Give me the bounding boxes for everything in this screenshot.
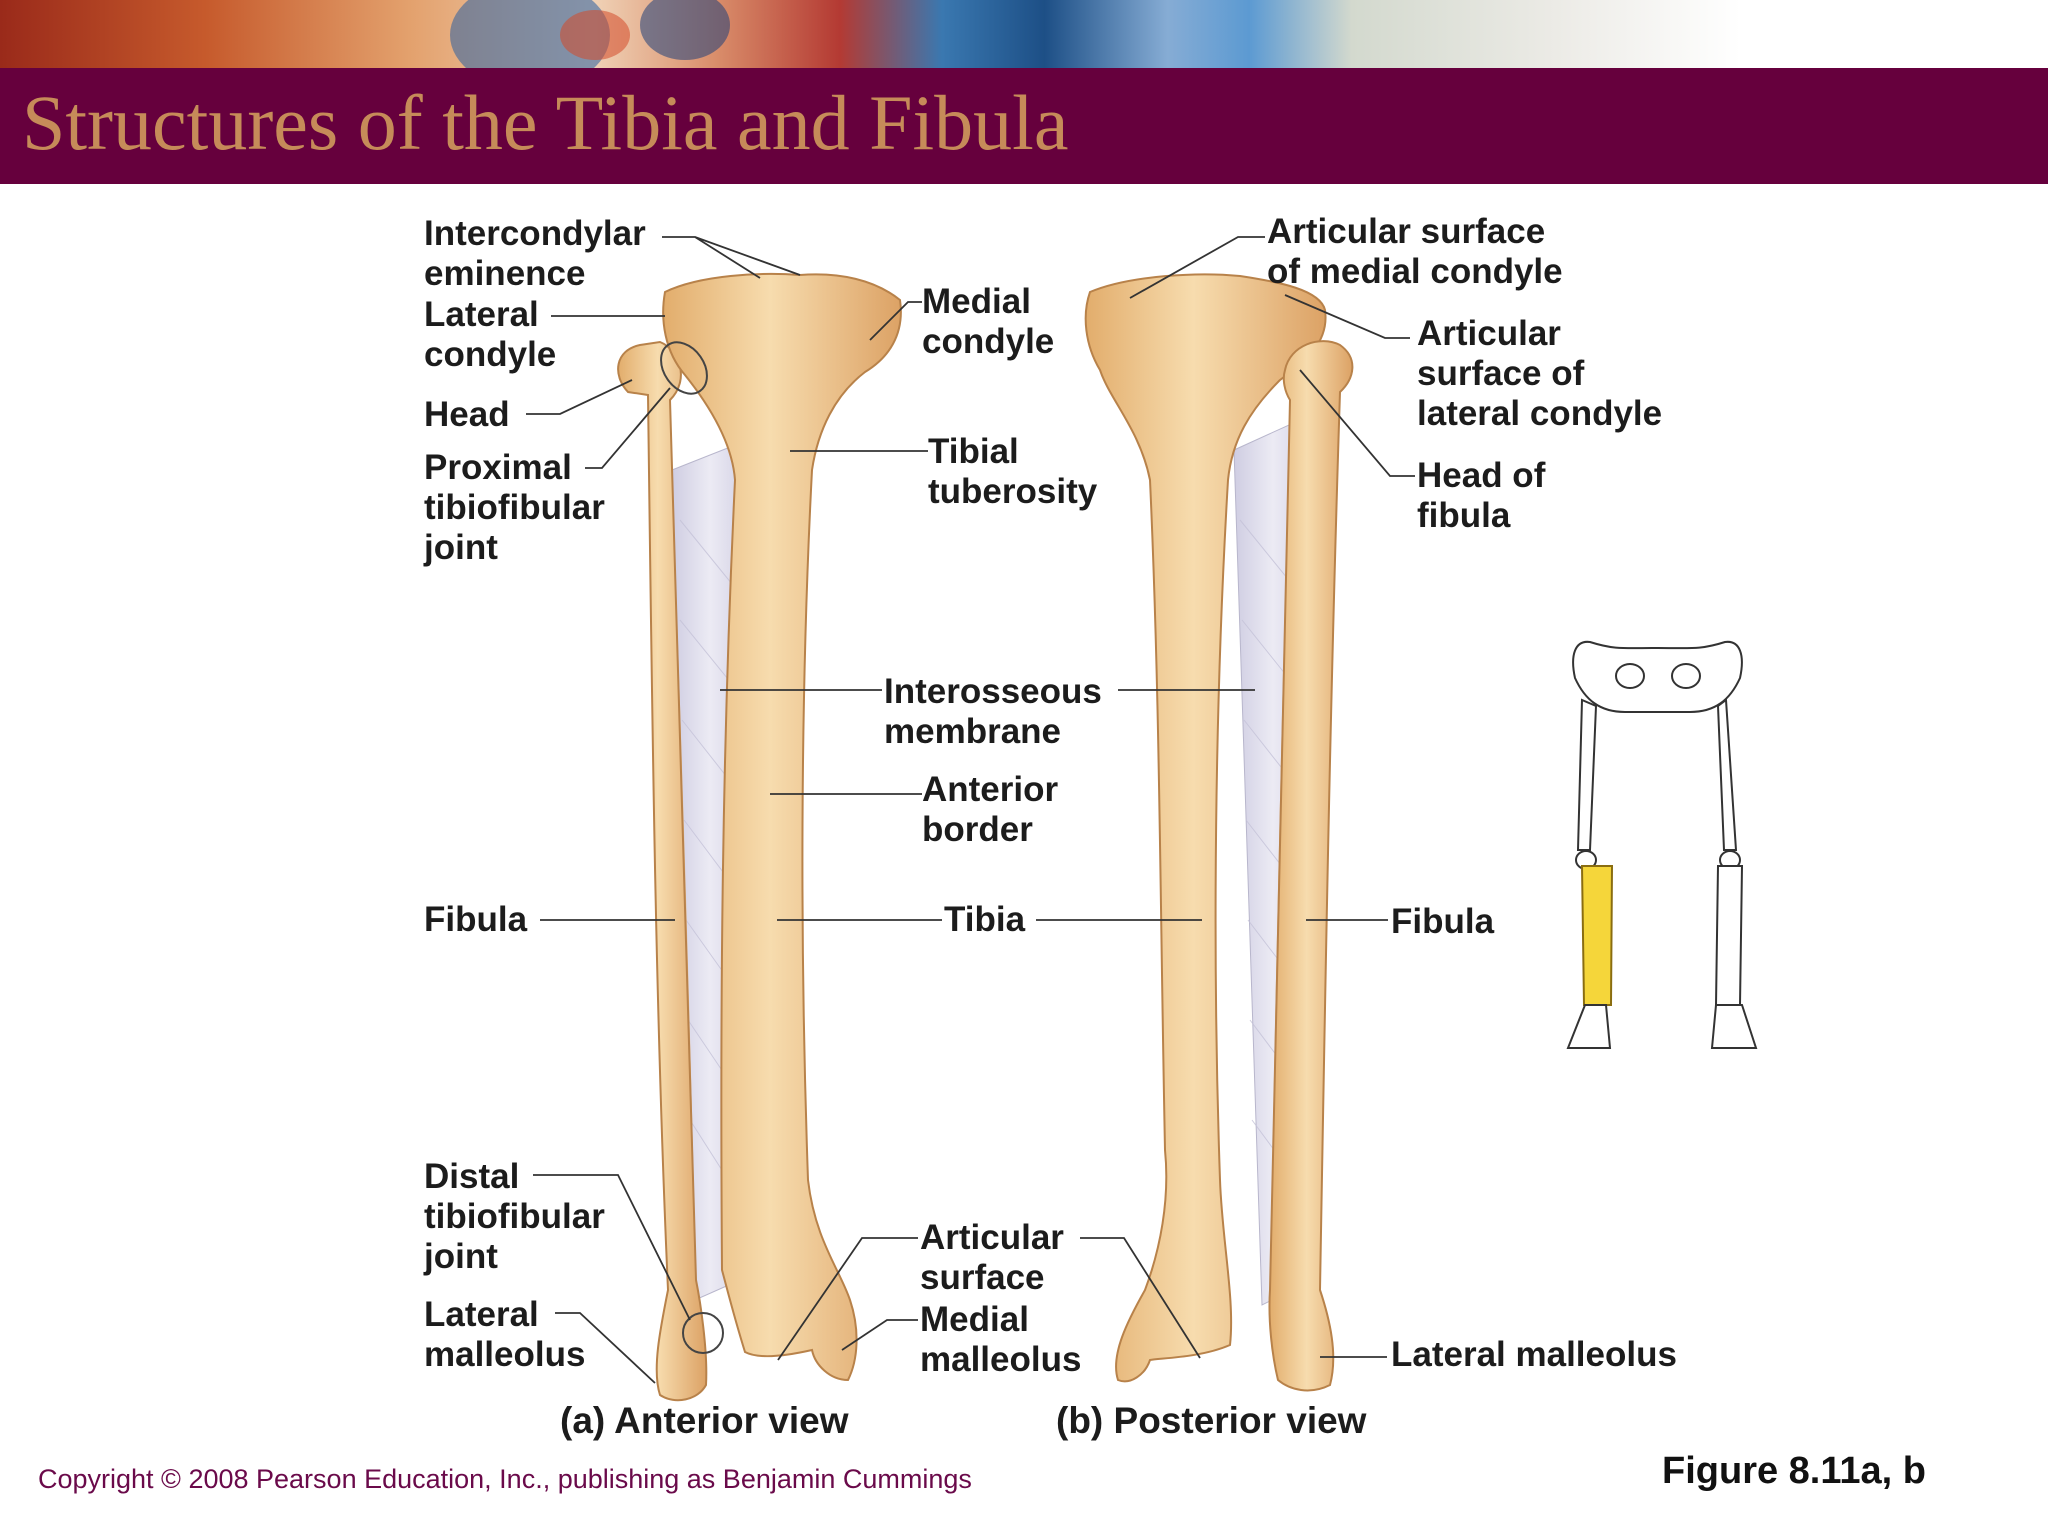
- banner-swirl: [640, 0, 730, 60]
- leader-head: [526, 379, 633, 415]
- anterior-view-illustration: [617, 273, 902, 1402]
- label-interosseous-membrane: Interosseous membrane: [884, 672, 1102, 751]
- leader-lateral-malleolus-left: [555, 1312, 656, 1384]
- leader-articular-surface: [777, 1237, 918, 1361]
- caption-posterior-view: (b) Posterior view: [1056, 1400, 1367, 1441]
- label-articular-surface-medial-condyle: Articular surface of medial condyle: [1267, 212, 1563, 291]
- leader-articular-lateral-condyle: [1284, 294, 1410, 339]
- label-lateral-malleolus-right: Lateral malleolus: [1391, 1335, 1677, 1374]
- decorative-banner: [0, 0, 2048, 68]
- label-medial-condyle: Medial condyle: [922, 282, 1055, 361]
- left-foot-thumbnail: [1566, 1004, 1612, 1049]
- label-head: Head: [424, 395, 510, 434]
- leader-intercondylar-eminence: [662, 236, 801, 279]
- leader-medial-condyle: [869, 301, 922, 341]
- right-foot-thumbnail: [1710, 1004, 1758, 1049]
- label-tibia: Tibia: [944, 900, 1026, 939]
- label-anterior-border: Anterior border: [922, 770, 1059, 849]
- skeleton-thumbnail: [1566, 640, 1758, 1049]
- label-articular-surface-lateral-condyle: Articular surface of lateral condyle: [1417, 314, 1663, 433]
- pelvis-thumbnail: [1572, 640, 1743, 713]
- right-leg-thumbnail: [1714, 865, 1744, 1006]
- title-bar: [0, 68, 2048, 184]
- label-fibula-left: Fibula: [424, 900, 528, 939]
- distal-joint-circle: [682, 1312, 724, 1354]
- fibula-anterior: [617, 340, 708, 1402]
- caption-anterior-view: (a) Anterior view: [560, 1400, 849, 1441]
- label-lateral-malleolus-left: Lateral malleolus: [424, 1295, 586, 1374]
- leader-medial-malleolus: [841, 1319, 918, 1351]
- copyright-notice: Copyright © 2008 Pearson Education, Inc.…: [38, 1464, 972, 1494]
- label-proximal-tibiofibular-joint: Proximal tibiofibular joint: [424, 448, 605, 567]
- label-tibial-tuberosity: Tibial tuberosity: [928, 432, 1098, 511]
- leader-head-of-fibula: [1299, 369, 1415, 477]
- leader-proximal-joint: [585, 387, 671, 469]
- tibia-anterior: [662, 273, 902, 1382]
- left-leg-highlighted: [1580, 865, 1614, 1006]
- label-intercondylar-eminence: Intercondylar eminence: [424, 214, 646, 293]
- leader-articular-medial-condyle: [1129, 236, 1265, 299]
- leader-articular-surface-posterior: [1080, 1237, 1201, 1359]
- posterior-view-illustration: [1084, 273, 1354, 1392]
- banner-swirl: [560, 10, 630, 60]
- right-femur-thumbnail: [1716, 698, 1738, 851]
- fibula-posterior: [1268, 340, 1354, 1392]
- leader-distal-joint: [533, 1174, 691, 1321]
- proximal-joint-circle: [660, 341, 708, 395]
- left-femur-thumbnail: [1576, 698, 1598, 851]
- label-lateral-condyle: Lateral condyle: [424, 295, 557, 374]
- label-articular-surface: Articular surface: [920, 1218, 1064, 1297]
- label-medial-malleolus: Medial malleolus: [920, 1300, 1082, 1379]
- slide-title: Structures of the Tibia and Fibula: [22, 79, 1069, 166]
- label-head-of-fibula: Head of fibula: [1417, 456, 1546, 535]
- figure-reference: Figure 8.11a, b: [1662, 1450, 1926, 1492]
- label-distal-tibiofibular-joint: Distal tibiofibular joint: [424, 1157, 605, 1276]
- label-fibula-right: Fibula: [1391, 902, 1495, 941]
